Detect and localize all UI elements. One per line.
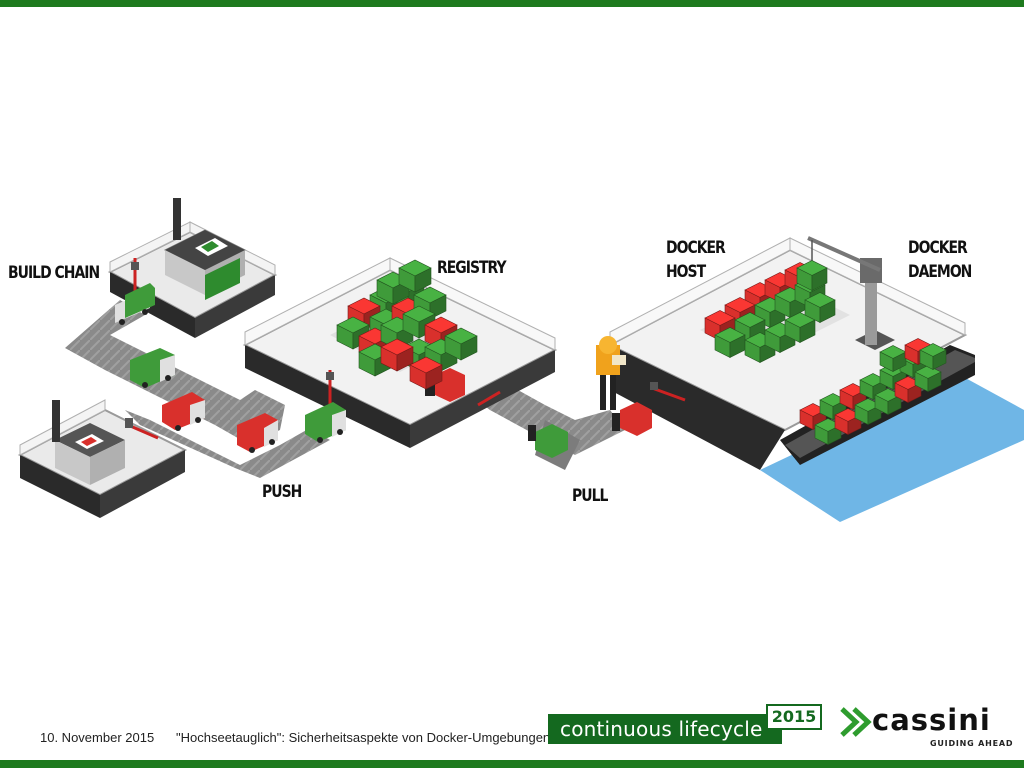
container-stacks xyxy=(336,259,947,445)
container-cube xyxy=(811,267,828,291)
container-cube xyxy=(927,371,942,392)
label-registry: REGISTRY xyxy=(437,258,507,278)
truck-green-buildchain xyxy=(115,283,155,325)
label-docker-host-line2: HOST xyxy=(666,262,706,282)
container-cube xyxy=(819,299,836,323)
registry-yard xyxy=(242,257,558,448)
label-docker-host-line1: DOCKER xyxy=(666,238,726,258)
truck-red-1 xyxy=(162,392,205,431)
dock-crane xyxy=(807,236,895,350)
trucks xyxy=(115,283,346,453)
label-docker-daemon-line2: DAEMON xyxy=(908,262,972,282)
company-tagline: GUIDING AHEAD xyxy=(930,739,1014,748)
container-cube xyxy=(460,335,478,361)
water xyxy=(760,375,1024,522)
container-cube xyxy=(414,267,432,293)
company-logo-name: cassini xyxy=(872,703,991,737)
label-push: PUSH xyxy=(262,482,302,502)
gates xyxy=(125,258,686,440)
container-cube xyxy=(425,364,443,390)
label-build-chain: BUILD CHAIN xyxy=(8,263,100,283)
source-factory-yard xyxy=(17,399,188,518)
build-chain-yard xyxy=(107,198,278,338)
container-cube xyxy=(892,351,907,372)
footer-date: 10. November 2015 xyxy=(40,730,155,745)
label-pull: PULL xyxy=(572,486,608,506)
dock-worker xyxy=(596,336,626,410)
top-accent-bar xyxy=(0,0,1024,7)
container-cube xyxy=(799,319,816,343)
truck-green-1 xyxy=(130,348,175,388)
event-banner: continuous lifecycle xyxy=(548,714,782,744)
bottom-accent-bar xyxy=(0,760,1024,768)
container-cube xyxy=(396,346,414,372)
label-docker-daemon-line1: DOCKER xyxy=(908,238,968,258)
cassini-chevron-icon xyxy=(840,707,872,737)
forklifts xyxy=(425,368,652,458)
container-cube xyxy=(932,349,947,370)
truck-red-2 xyxy=(237,413,278,453)
event-year: 2015 xyxy=(766,704,822,730)
truck-green-2 xyxy=(305,402,346,443)
footer-talk-title: "Hochseetauglich": Sicherheitsaspekte vo… xyxy=(176,730,551,745)
